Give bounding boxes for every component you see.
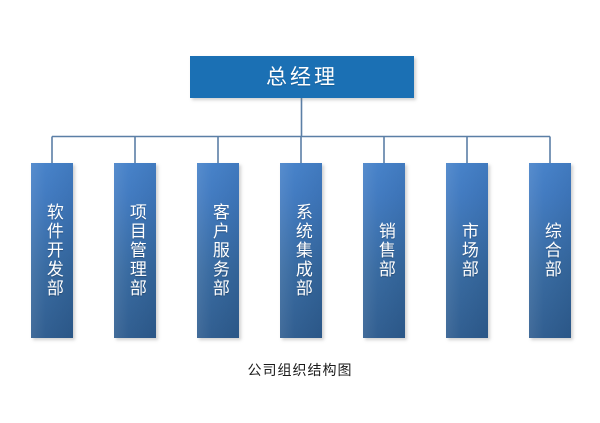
node-department-6[interactable]: 市场部 <box>446 163 488 338</box>
node-department-7[interactable]: 综合部 <box>529 163 571 338</box>
node-department-4[interactable]: 系统集成部 <box>280 163 322 338</box>
node-department-5[interactable]: 销售部 <box>363 163 405 338</box>
node-department-2[interactable]: 项目管理部 <box>114 163 156 338</box>
node-department-5-label: 销售部 <box>374 222 395 279</box>
node-department-7-label: 综合部 <box>540 222 561 279</box>
node-department-3-label: 客户服务部 <box>208 203 229 298</box>
node-department-4-label: 系统集成部 <box>291 203 312 298</box>
node-department-1[interactable]: 软件开发部 <box>31 163 73 338</box>
node-department-2-label: 项目管理部 <box>125 203 146 298</box>
node-general-manager-label: 总经理 <box>266 64 338 89</box>
node-general-manager[interactable]: 总经理 <box>190 56 414 98</box>
chart-caption: 公司组织结构图 <box>247 363 353 379</box>
node-department-3[interactable]: 客户服务部 <box>197 163 239 338</box>
node-department-1-label: 软件开发部 <box>42 203 63 298</box>
node-department-6-label: 市场部 <box>457 222 478 279</box>
